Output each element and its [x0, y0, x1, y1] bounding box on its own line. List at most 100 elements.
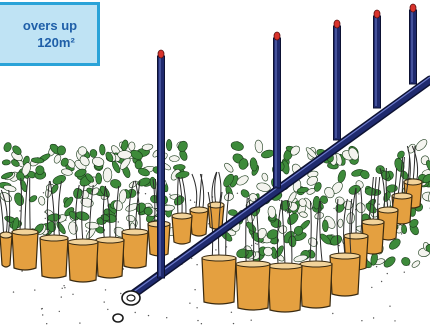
ground-dot	[378, 204, 379, 205]
leaf	[103, 168, 112, 182]
leaf	[338, 219, 344, 228]
pipe-coupling-icon	[113, 291, 140, 322]
ground-dot	[13, 291, 14, 292]
pot-rim	[68, 239, 98, 245]
ground-dot	[42, 314, 43, 315]
emitter-post	[158, 56, 165, 278]
leaf	[411, 259, 421, 268]
leaf	[13, 192, 25, 207]
ground-dot	[105, 289, 106, 290]
plant-pot	[96, 240, 124, 278]
ground-dot	[251, 320, 252, 321]
ground-dot	[166, 317, 167, 318]
ground-dot	[145, 193, 146, 194]
ground-dot	[86, 230, 87, 231]
emitter-post	[274, 38, 281, 188]
pot-rim	[12, 229, 38, 235]
ground-dot	[62, 288, 63, 289]
ground-dot	[233, 323, 234, 324]
pot-rim	[122, 229, 148, 235]
ground-dot	[237, 193, 238, 194]
drip-emitter-icon	[334, 20, 340, 28]
leaf	[337, 169, 347, 183]
coupling-ring	[122, 291, 140, 305]
leaf	[99, 144, 105, 155]
leaf	[3, 184, 17, 193]
leaf	[38, 196, 46, 206]
plant-stem	[192, 174, 197, 210]
pot-rim	[362, 219, 384, 225]
drip-emitter-icon	[158, 50, 164, 58]
ground-dot	[371, 287, 372, 288]
ground-dot	[45, 218, 46, 219]
leaf	[68, 221, 79, 235]
pot-rim	[96, 237, 124, 243]
emitter-post	[374, 16, 381, 108]
leaf	[239, 188, 250, 199]
potted-plant-icon	[172, 177, 192, 244]
ground-dot	[46, 323, 47, 324]
plant-pot	[330, 256, 360, 296]
leaf	[120, 139, 129, 151]
ground-dot	[21, 270, 22, 271]
coverage-badge: overs up 120m²	[0, 2, 100, 66]
ground-dot	[135, 312, 136, 313]
ground-dot	[389, 306, 390, 307]
pot-rim	[344, 233, 368, 239]
leaf	[169, 156, 179, 162]
leaf	[3, 141, 13, 152]
drip-emitter-icon	[410, 4, 416, 12]
ground-dot	[169, 194, 170, 195]
leaf	[299, 211, 308, 218]
ground-dot	[251, 245, 252, 246]
leaf	[230, 140, 244, 152]
emitter-post	[334, 26, 341, 140]
plant-pot	[12, 232, 38, 270]
ground-dot	[19, 210, 20, 211]
leaf	[223, 162, 235, 174]
leaf	[129, 142, 135, 151]
leaf	[260, 149, 274, 160]
ground-dot	[120, 293, 121, 294]
plant-pot	[40, 238, 68, 278]
ground-dot	[107, 309, 108, 310]
plant-pot	[236, 264, 270, 310]
plant-stem	[351, 188, 356, 236]
ground-dot	[194, 289, 195, 290]
leaf	[142, 143, 154, 151]
ground-dot	[376, 266, 377, 267]
ground-dot	[201, 323, 202, 324]
leaf	[401, 224, 407, 233]
plant-pot	[268, 266, 302, 312]
ground-dot	[63, 285, 64, 286]
left-plant-bed	[0, 139, 224, 282]
ground-dot	[257, 244, 258, 245]
ground-dot	[34, 289, 35, 290]
leaf	[118, 151, 132, 159]
ground-dot	[215, 249, 216, 250]
plant-pot	[300, 264, 332, 308]
ground-dot	[404, 272, 405, 273]
plant-pot	[122, 232, 148, 268]
plant-pot	[190, 210, 208, 236]
ground-dot	[72, 294, 73, 295]
ground-dot	[104, 301, 105, 302]
ground-dot	[64, 287, 65, 288]
coverage-text-line-2: 120m²	[37, 34, 75, 51]
ground-dot	[332, 313, 333, 314]
pot-rim	[190, 207, 208, 213]
ground-dot	[279, 200, 280, 201]
ground-dot	[118, 221, 119, 222]
ground-dot	[41, 308, 42, 309]
leaf	[95, 173, 102, 184]
ground-dot	[196, 264, 197, 265]
ground-dot	[196, 307, 197, 308]
pot-rim	[268, 263, 302, 269]
ground-dot	[394, 320, 395, 321]
pot-rim	[392, 193, 412, 199]
ground-dot	[373, 317, 374, 318]
leaf	[307, 236, 320, 248]
leaf	[285, 211, 300, 226]
pot-rim	[300, 261, 332, 267]
coverage-text-line-1: overs up	[23, 17, 77, 34]
